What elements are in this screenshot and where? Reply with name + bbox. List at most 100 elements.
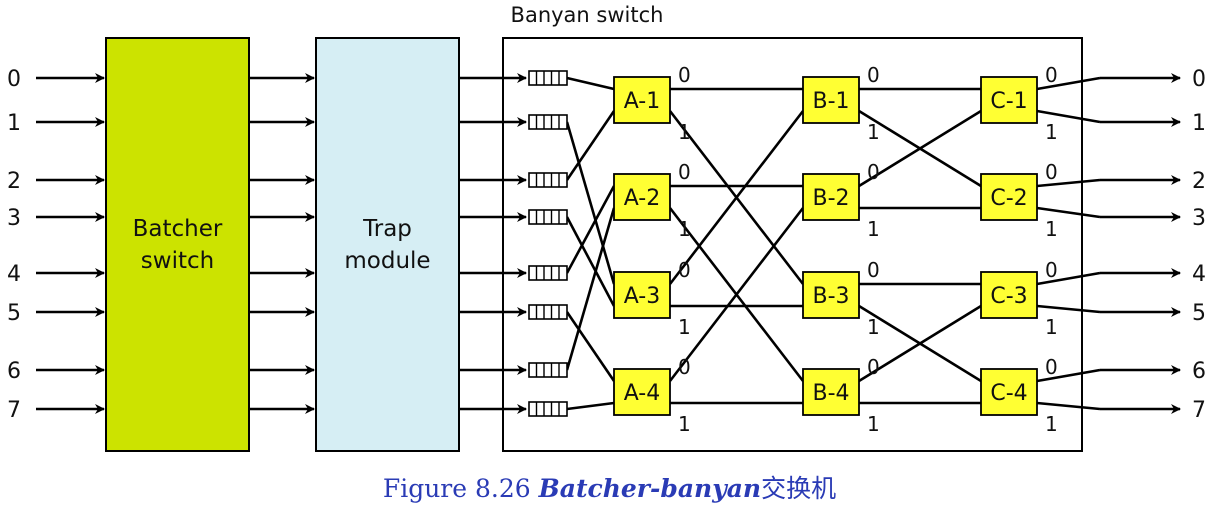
- port-label-c-3-0: 0: [1045, 258, 1058, 282]
- output-label-1: 1: [1192, 111, 1206, 136]
- wire-buffer-4-to-A: [565, 185, 616, 274]
- switch-element-b-2: B-2: [802, 173, 860, 221]
- wire-C1-1-to-output: [1036, 109, 1101, 124]
- input-buffer-1: [528, 114, 568, 130]
- port-label-c-1-0: 0: [1045, 63, 1058, 87]
- switch-element-label-a-4: A-4: [624, 381, 661, 406]
- input-label-2: 2: [7, 169, 21, 194]
- switching-elements: A-1A-2A-3A-4 B-1B-2B-3B-4 C-1C-2C-3C-4: [613, 76, 1038, 416]
- banyan-switch-title: Banyan switch: [511, 3, 664, 27]
- switch-element-label-c-3: C-3: [990, 284, 1027, 309]
- port-label-b-4-0: 0: [867, 355, 880, 379]
- input-buffer-2: [528, 172, 568, 188]
- caption-title: Batcher-banyan: [538, 474, 762, 503]
- wire-C3-0-to-output: [1036, 271, 1101, 286]
- switch-element-a-1: A-1: [613, 76, 671, 124]
- switch-element-label-c-1: C-1: [990, 89, 1027, 114]
- output-label-5: 5: [1192, 301, 1206, 326]
- port-label-a-4-0: 0: [678, 355, 691, 379]
- wire-C4-0-to-output: [1036, 368, 1101, 383]
- batcher-switch-label-line1: Batcher: [133, 216, 223, 242]
- wire-buffer-5-to-A: [565, 311, 616, 382]
- port-label-a-1-0: 0: [678, 63, 691, 87]
- switch-element-label-a-3: A-3: [624, 284, 661, 309]
- port-label-b-1-1: 1: [867, 120, 880, 144]
- output-label-3: 3: [1192, 206, 1206, 231]
- wire-C1-0-to-output: [1036, 76, 1101, 91]
- switch-element-b-3: B-3: [802, 271, 860, 319]
- trap-module-label-line2: module: [344, 248, 430, 274]
- switch-element-label-c-4: C-4: [990, 381, 1027, 406]
- output-label-0: 0: [1192, 67, 1206, 92]
- switch-element-a-4: A-4: [613, 368, 671, 416]
- figure-caption: Figure 8.26 Batcher-banyan交换机: [0, 469, 1219, 505]
- port-label-c-3-1: 1: [1045, 315, 1058, 339]
- port-label-b-2-1: 1: [867, 217, 880, 241]
- switch-element-label-b-2: B-2: [812, 186, 849, 211]
- port-label-b-2-0: 0: [867, 160, 880, 184]
- input-buffers: [528, 70, 568, 417]
- switch-element-c-1: C-1: [980, 76, 1038, 124]
- input-label-3: 3: [7, 206, 21, 231]
- wire-buffer-1-to-A: [565, 121, 616, 285]
- caption-number: Figure 8.26: [382, 474, 539, 503]
- input-label-6: 6: [7, 359, 21, 384]
- trap-module-label-line1: Trap: [362, 216, 412, 242]
- wire-buffer-7-to-A: [566, 401, 615, 411]
- port-label-b-1-0: 0: [867, 63, 880, 87]
- port-label-a-2-1: 1: [678, 217, 691, 241]
- output-label-2: 2: [1192, 169, 1206, 194]
- input-label-5: 5: [7, 301, 21, 326]
- switch-element-b-4: B-4: [802, 368, 860, 416]
- port-label-a-1-1: 1: [678, 120, 691, 144]
- port-label-c-2-0: 0: [1045, 160, 1058, 184]
- port-label-c-4-1: 1: [1045, 412, 1058, 436]
- switch-element-c-2: C-2: [980, 173, 1038, 221]
- port-label-a-3-1: 1: [678, 315, 691, 339]
- wire-B2-0-to-C: [858, 109, 982, 188]
- port-label-a-2-0: 0: [678, 160, 691, 184]
- switch-element-label-b-4: B-4: [812, 381, 849, 406]
- port-label-b-4-1: 1: [867, 412, 880, 436]
- input-buffer-6: [528, 362, 568, 378]
- input-buffer-3: [528, 209, 568, 225]
- interconnect-wires: [565, 76, 1101, 411]
- input-label-0: 0: [7, 67, 21, 92]
- switch-element-label-a-2: A-2: [624, 186, 661, 211]
- port-label-b-3-1: 1: [867, 315, 880, 339]
- switch-element-a-2: A-2: [613, 173, 671, 221]
- port-label-c-2-1: 1: [1045, 217, 1058, 241]
- wire-buffer-0-to-A: [566, 76, 615, 91]
- wire-C2-0-to-output: [1036, 178, 1101, 188]
- wire-A3-0-to-B: [668, 110, 805, 285]
- wire-B4-0-to-C: [858, 304, 982, 383]
- switch-element-label-c-2: C-2: [990, 186, 1027, 211]
- wire-buffer-3-to-A: [565, 216, 616, 307]
- output-label-6: 6: [1192, 359, 1206, 384]
- port-label-a-4-1: 1: [678, 412, 691, 436]
- output-label-7: 7: [1192, 398, 1206, 423]
- wire-C2-1-to-output: [1036, 206, 1101, 219]
- input-buffer-5: [528, 304, 568, 320]
- line-arrows: [36, 73, 1181, 414]
- caption-suffix: 交换机: [761, 474, 837, 503]
- batcher-switch-label-line2: switch: [141, 248, 214, 274]
- switch-element-b-1: B-1: [802, 76, 860, 124]
- switch-element-label-b-1: B-1: [812, 89, 849, 114]
- switch-element-label-a-1: A-1: [624, 89, 661, 114]
- port-label-b-3-0: 0: [867, 258, 880, 282]
- wire-buffer-6-to-A: [565, 207, 616, 371]
- input-label-1: 1: [7, 111, 21, 136]
- switch-element-label-b-3: B-3: [812, 284, 849, 309]
- switch-element-a-3: A-3: [613, 271, 671, 319]
- wire-C3-1-to-output: [1036, 304, 1101, 314]
- port-label-c-4-0: 0: [1045, 355, 1058, 379]
- switch-element-c-4: C-4: [980, 368, 1038, 416]
- wire-buffer-2-to-A: [565, 110, 616, 181]
- wire-A4-0-to-B: [668, 207, 805, 382]
- port-label-c-1-1: 1: [1045, 120, 1058, 144]
- output-label-4: 4: [1192, 262, 1206, 287]
- port-label-a-3-0: 0: [678, 258, 691, 282]
